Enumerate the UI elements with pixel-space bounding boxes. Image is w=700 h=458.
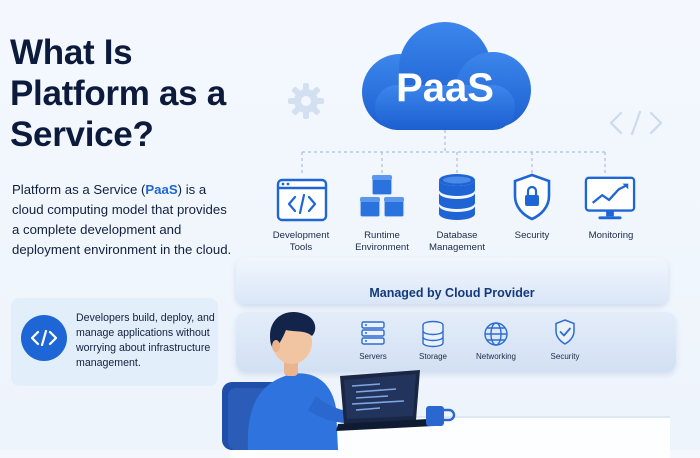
gear-icon [288, 83, 324, 119]
cubes-icon [356, 174, 408, 220]
cloud-label: PaaS [396, 66, 494, 110]
managed-platform-layer [236, 258, 668, 304]
intro-text-end: ) is a cloud computing model that provid… [12, 182, 232, 257]
storage-icon [422, 320, 444, 348]
code-brackets-icon [609, 110, 663, 136]
developer-illustration [222, 312, 456, 450]
info-card: Developers build, deploy, and manage app… [11, 298, 218, 386]
monitor-chart-icon [584, 176, 636, 222]
intro-paragraph: Platform as a Service (PaaS) is a cloud … [12, 180, 237, 260]
infra-label-networking: Networking [475, 352, 516, 361]
page-title: What Is Platform as a Service? [10, 33, 226, 154]
intro-text-start: Platform as a Service ( [12, 182, 146, 197]
intro-highlight: PaaS [145, 182, 178, 197]
info-card-text: Developers build, deploy, and manage app… [76, 312, 215, 369]
managed-platform-label: Managed by Cloud Provider [369, 286, 535, 300]
shield-lock-icon [506, 173, 558, 221]
service-label-security: Security [514, 230, 550, 241]
cloud-shape [362, 22, 531, 130]
infra-label-security: Security [550, 352, 580, 361]
database-icon [431, 174, 483, 220]
shield-check-icon [555, 319, 575, 345]
server-icon [361, 321, 385, 345]
service-label-monitoring: Monitoring [588, 230, 634, 241]
network-icon [484, 322, 508, 346]
connector-lines [301, 130, 606, 176]
code-icon [21, 315, 67, 361]
service-label-runtime-environment: Runtime Environment [355, 230, 409, 253]
code-window-icon [276, 177, 328, 223]
service-label-database-management: Database Management [429, 230, 485, 253]
service-label-development-tools: Development Tools [272, 230, 330, 253]
infra-label-servers: Servers [359, 352, 387, 361]
infra-label-storage: Storage [418, 352, 448, 361]
